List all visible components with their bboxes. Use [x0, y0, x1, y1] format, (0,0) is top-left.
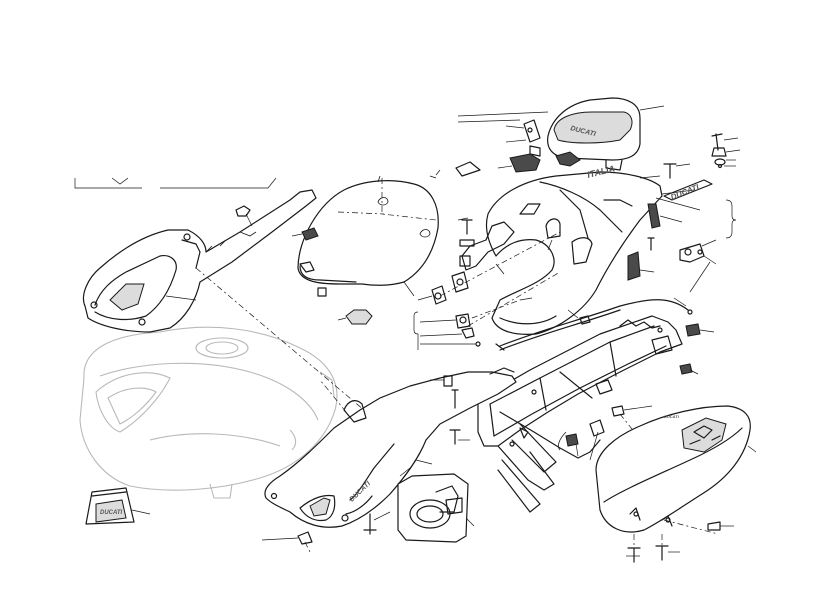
undertray-fasteners [626, 521, 734, 563]
tail-trim-pieces [627, 203, 683, 281]
tab-wedge [429, 161, 481, 179]
tail-fairing: ITALIA [461, 163, 701, 335]
document-pouch: DUCATI [85, 487, 151, 525]
seat-latch-cluster [413, 231, 561, 350]
rider-seat: DUCATI [547, 97, 665, 171]
misc-leader-lines [547, 239, 711, 293]
seat-catch-black [497, 151, 581, 173]
rear-undertray: DUCATI [595, 405, 757, 535]
fuel-tank-outline [79, 326, 338, 499]
undertray-logo-lettering: DUCATI [664, 414, 680, 419]
pouch-logo-lettering: DUCATI [100, 510, 123, 516]
tail-decal: DUCATI [663, 179, 713, 202]
decal-logo-lettering: DUCATI [669, 182, 701, 202]
seat-clip [291, 227, 319, 241]
left-side-panel [82, 189, 317, 333]
seat-release-cable [495, 297, 693, 351]
group-bracket-right [725, 199, 737, 239]
side-panel-bolts [261, 375, 470, 553]
fastener-group-top-right [711, 133, 741, 169]
rubber-pad [337, 309, 373, 325]
subframe-fasteners [565, 323, 715, 461]
screw-tail-top [663, 163, 691, 179]
alignment-line-left [195, 267, 365, 411]
fuel-filler-box [397, 467, 475, 543]
rear-subframe [477, 315, 683, 513]
tail-hinge [679, 239, 717, 265]
tail-fasteners-left [457, 217, 655, 267]
reference-bracket-lines [74, 177, 277, 189]
passenger-seat [297, 169, 441, 297]
right-side-panel: DUCATI [264, 367, 517, 528]
seat-lock-bracket [505, 119, 541, 157]
reference-line-top [457, 111, 549, 117]
